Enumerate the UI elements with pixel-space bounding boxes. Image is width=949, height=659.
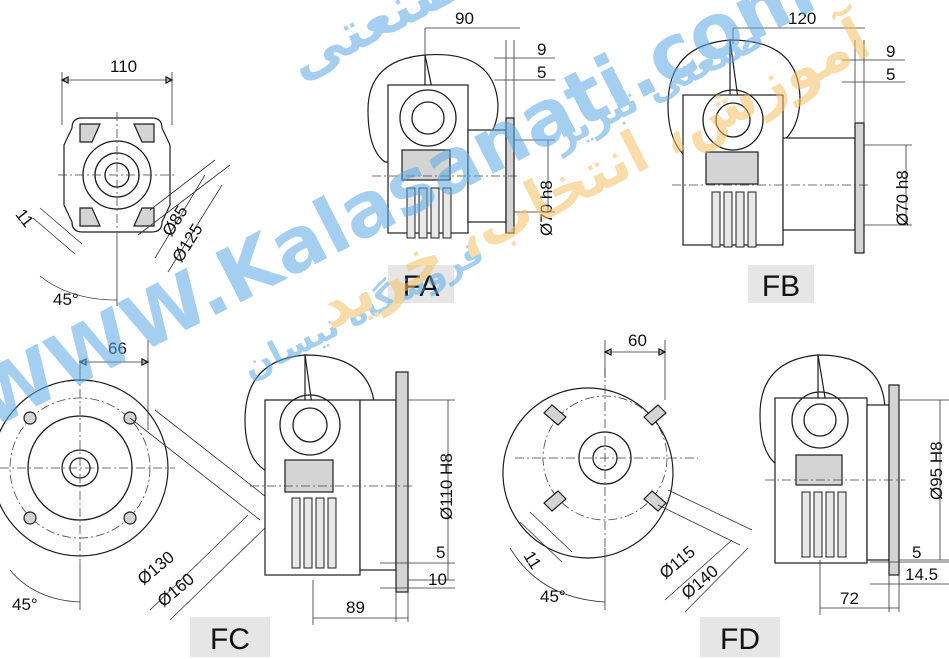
fd-angle-label: 45° xyxy=(540,587,566,606)
fc-side-view: Ø110 H8 5 10 89 FC xyxy=(190,354,456,657)
fd-bolt-hole-label: 11 xyxy=(520,548,545,573)
fc-tag-box xyxy=(190,617,270,657)
fb-offset-label: 120 xyxy=(788,9,816,28)
fc-offset-label: 89 xyxy=(346,598,365,617)
fc-spigot-label: 5 xyxy=(436,543,445,562)
fa-side-view: 90 9 5 Ø70 h8 FA xyxy=(367,9,556,303)
fd-tag: FD xyxy=(720,623,760,656)
fc-flange-thickness-label: 10 xyxy=(428,570,447,589)
fc-angle-label: 45° xyxy=(12,595,38,614)
fb-spigot-label: 5 xyxy=(886,65,895,84)
fd-side-view: Ø95 H8 5 14.5 72 FD xyxy=(700,354,949,657)
fa-spigot-label: 5 xyxy=(537,63,546,82)
fb-tag-box xyxy=(748,265,814,303)
fc-half-width-label: 66 xyxy=(108,339,127,358)
fd-front-view: 60 11 45° Ø115 Ø140 xyxy=(502,331,753,613)
fa-offset-label: 90 xyxy=(455,9,474,28)
fd-spigot-dia-label: Ø95 H8 xyxy=(927,441,946,500)
fa-front-width-label: 110 xyxy=(110,57,137,76)
fd-spigot-label: 5 xyxy=(912,543,921,562)
fb-side-view: 120 9 5 Ø70 h8 FB xyxy=(667,9,912,303)
fa-angle-label: 45° xyxy=(53,290,79,309)
fd-offset-label: 72 xyxy=(840,589,859,608)
fd-tag-box xyxy=(700,617,780,657)
fa-tag-box xyxy=(388,265,454,303)
fa-spigot-dia-label: Ø70 h8 xyxy=(537,180,556,236)
fb-tag: FB xyxy=(762,270,800,303)
fb-flange-thickness-label: 9 xyxy=(886,42,895,61)
fa-flange-thickness-label: 9 xyxy=(537,40,546,59)
fc-tag: FC xyxy=(210,623,250,656)
fd-half-width-label: 60 xyxy=(628,331,647,350)
fa-bolt-hole-label: 11 xyxy=(12,205,38,231)
fa-tag: FA xyxy=(403,270,440,303)
fb-spigot-dia-label: Ø70 h8 xyxy=(893,170,912,226)
fd-flange-thickness-label: 14.5 xyxy=(905,565,938,584)
fc-spigot-dia-label: Ø110 H8 xyxy=(437,453,456,520)
